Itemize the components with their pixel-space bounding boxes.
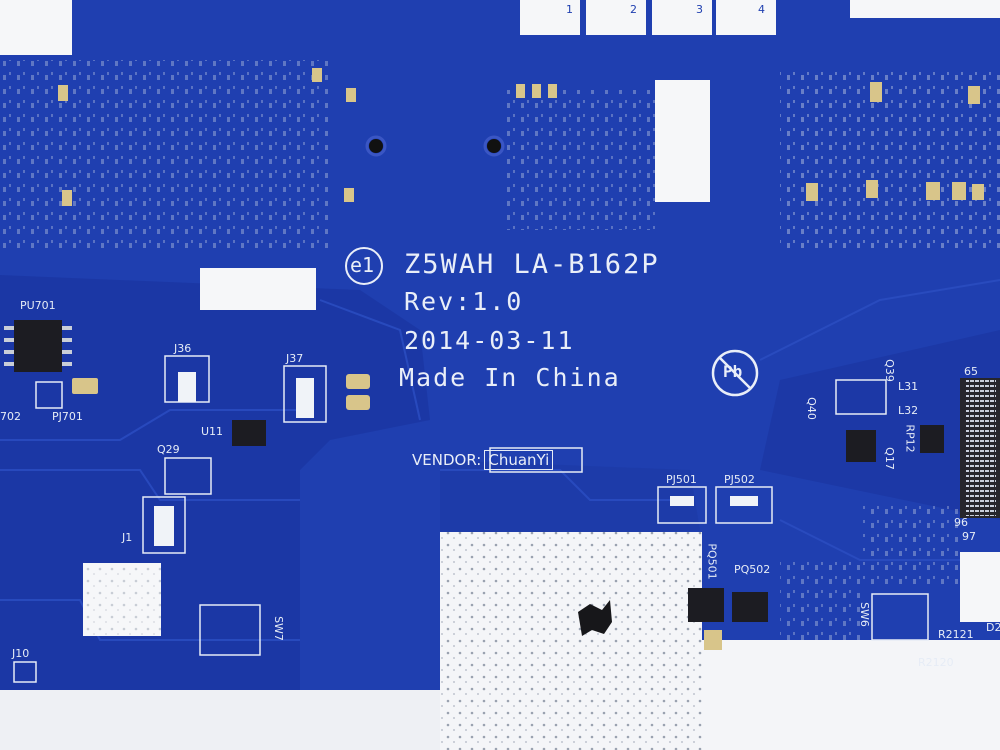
board-revision: Rev:1.0: [404, 287, 524, 316]
label-pj501: PJ501: [666, 473, 697, 486]
label-l31: L31: [898, 380, 919, 393]
label-r2121: R2121: [938, 628, 974, 641]
label-j37: J37: [286, 352, 304, 365]
vendor-label: VENDOR:: [412, 451, 482, 469]
label-d2: D2: [986, 621, 1000, 634]
label-pq501: PQ501: [705, 543, 719, 580]
pb-free-mark: Pb: [723, 362, 743, 381]
label-96: 96: [954, 516, 968, 529]
label-j36: J36: [174, 342, 192, 355]
label-pad-4: 4: [758, 3, 765, 16]
board-date: 2014-03-11: [404, 326, 575, 355]
label-l32: L32: [898, 404, 919, 417]
label-j10: J10: [12, 647, 30, 660]
label-sw6: SW6: [857, 602, 871, 627]
label-q40: Q40: [804, 397, 818, 420]
label-pj502: PJ502: [724, 473, 755, 486]
label-r2120: R2120: [918, 656, 954, 669]
label-pad-1: 1: [566, 3, 573, 16]
label-pad-3: 3: [696, 3, 703, 16]
label-q29: Q29: [157, 443, 180, 456]
label-pj701: PJ701: [52, 410, 83, 423]
label-rp12: RP12: [903, 424, 917, 453]
vendor-line: VENDOR:ChuanYi: [412, 450, 554, 470]
vendor-name: ChuanYi: [484, 450, 554, 470]
label-pq502: PQ502: [734, 563, 771, 576]
label-pad-2: 2: [630, 3, 637, 16]
board-model: Z5WAH LA-B162P: [404, 249, 660, 280]
label-q39: Q39: [882, 359, 896, 382]
label-u11: U11: [201, 425, 224, 438]
label-sw7: SW7: [271, 616, 285, 641]
label-65: 65: [964, 365, 978, 378]
label-j1: J1: [122, 531, 133, 544]
label-702: 702: [0, 410, 21, 423]
label-pu701: PU701: [20, 299, 56, 312]
board-origin: Made In China: [399, 363, 621, 392]
label-q17: Q17: [882, 447, 896, 470]
e1-mark: e1: [350, 253, 375, 277]
label-97: 97: [962, 530, 976, 543]
